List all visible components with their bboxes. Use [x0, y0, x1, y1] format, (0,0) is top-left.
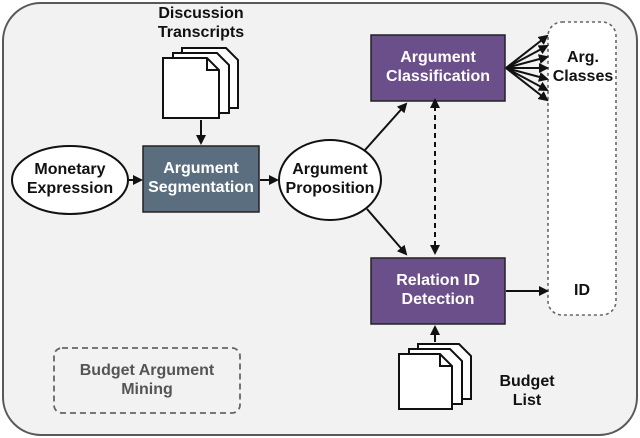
relation-id-detection-label: Relation ID Detection — [396, 272, 480, 308]
monetary-expression-node — [11, 145, 129, 215]
output-container — [547, 21, 617, 316]
argument-proposition-node — [278, 139, 382, 221]
monetary-expression-label: Monetary Expression — [26, 161, 114, 197]
arrow-proposition-to-classification — [364, 102, 408, 151]
legend-box — [53, 347, 241, 414]
legend-budget-argument-mining-label: Budget Argument Mining — [79, 361, 215, 398]
argument-segmentation-label: Argument Segmentation — [148, 160, 254, 196]
argument-classification-node — [370, 34, 506, 102]
argument-proposition-label: Argument Proposition — [285, 161, 375, 197]
discussion-transcripts-label: Discussion Transcripts — [157, 5, 245, 41]
argument-classification-label: Argument Classification — [385, 49, 491, 85]
budget-list-label: Budget List — [499, 373, 555, 409]
relation-id-detection-node — [370, 257, 506, 325]
arrow-fan-classification-to-classes — [505, 34, 549, 102]
arg-classes-label: Arg. Classes — [552, 49, 614, 85]
arrow-proposition-to-relation — [366, 208, 408, 256]
budget-document-stack-icon — [398, 343, 472, 410]
transcripts-document-stack-icon — [162, 47, 239, 119]
argument-segmentation-node — [142, 145, 260, 213]
id-label: ID — [574, 281, 590, 299]
